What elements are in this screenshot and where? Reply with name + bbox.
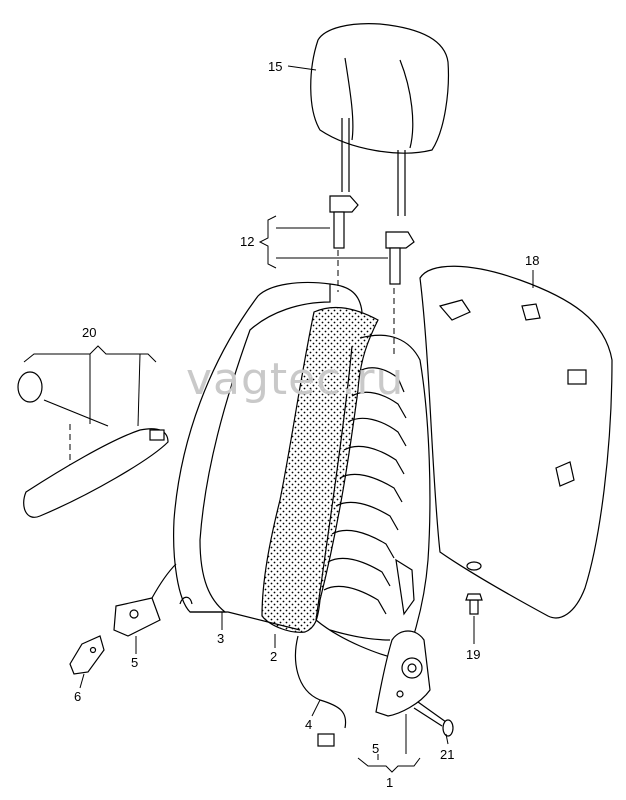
callout-5-hinge: 5 bbox=[372, 741, 380, 756]
callout-1: 1 bbox=[386, 775, 394, 790]
callout-20: 20 bbox=[82, 325, 97, 340]
callout-15: 15 bbox=[268, 59, 283, 74]
backrest-frame bbox=[315, 334, 431, 673]
backrest-rear-panel bbox=[419, 265, 613, 619]
bolts bbox=[413, 561, 483, 737]
armrest-part bbox=[17, 371, 169, 518]
callout-6: 6 bbox=[74, 689, 82, 704]
wiring-harness bbox=[294, 635, 347, 747]
callout-18: 18 bbox=[525, 253, 540, 268]
leader-lines bbox=[23, 65, 534, 773]
backrest-foam bbox=[261, 306, 379, 633]
callout-12: 12 bbox=[240, 234, 255, 249]
callout-21: 21 bbox=[440, 747, 455, 762]
callout-2: 2 bbox=[270, 649, 278, 664]
callout-3: 3 bbox=[217, 631, 225, 646]
watermark-text: vagtec.ru bbox=[186, 354, 405, 405]
headrest-part bbox=[310, 23, 449, 216]
callout-19: 19 bbox=[466, 647, 481, 662]
callout-4: 4 bbox=[305, 717, 313, 732]
callout-5-adjuster: 5 bbox=[131, 655, 139, 670]
headrest-guides bbox=[329, 195, 415, 285]
lumbar-adjuster bbox=[113, 563, 177, 637]
mounting-bracket bbox=[69, 635, 105, 675]
recliner-hinge bbox=[375, 558, 431, 717]
